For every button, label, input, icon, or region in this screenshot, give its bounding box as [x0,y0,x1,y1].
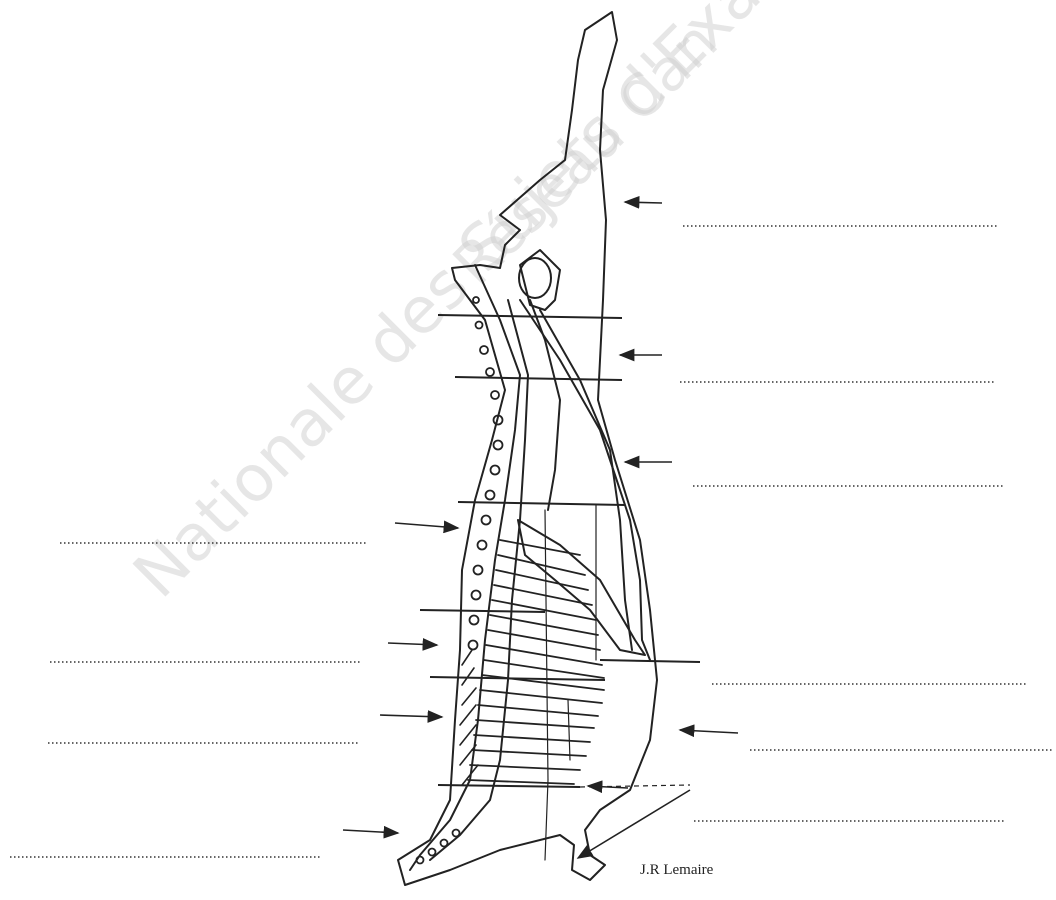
arrow-right-4 [680,730,738,733]
cut-line-3 [458,502,625,505]
cut-line-4 [420,610,545,612]
flank-flap [518,520,645,655]
guide-line-4 [568,700,570,760]
arrow-left-1 [395,523,458,528]
vertebrae-holes [417,297,503,864]
guide-line-3 [545,780,548,860]
answer-lines [10,226,1054,857]
ribs [468,540,604,784]
cut-line-5 [600,660,700,662]
cut-line-9 [578,790,690,858]
arrow-right-1 [625,202,662,203]
author-credit: J.R Lemaire [640,862,713,879]
cut-line-7 [438,785,580,787]
inner-contour [530,300,560,510]
spine-inner-line [410,265,520,870]
arrow-right-5 [588,786,628,788]
cut-line-2 [455,377,622,380]
arrow-left-3 [380,715,442,717]
arrow-left-4 [343,830,398,833]
spine-vertebrae-line [430,300,528,860]
arrow-left-2 [388,643,437,645]
carcass-outline [398,12,657,885]
